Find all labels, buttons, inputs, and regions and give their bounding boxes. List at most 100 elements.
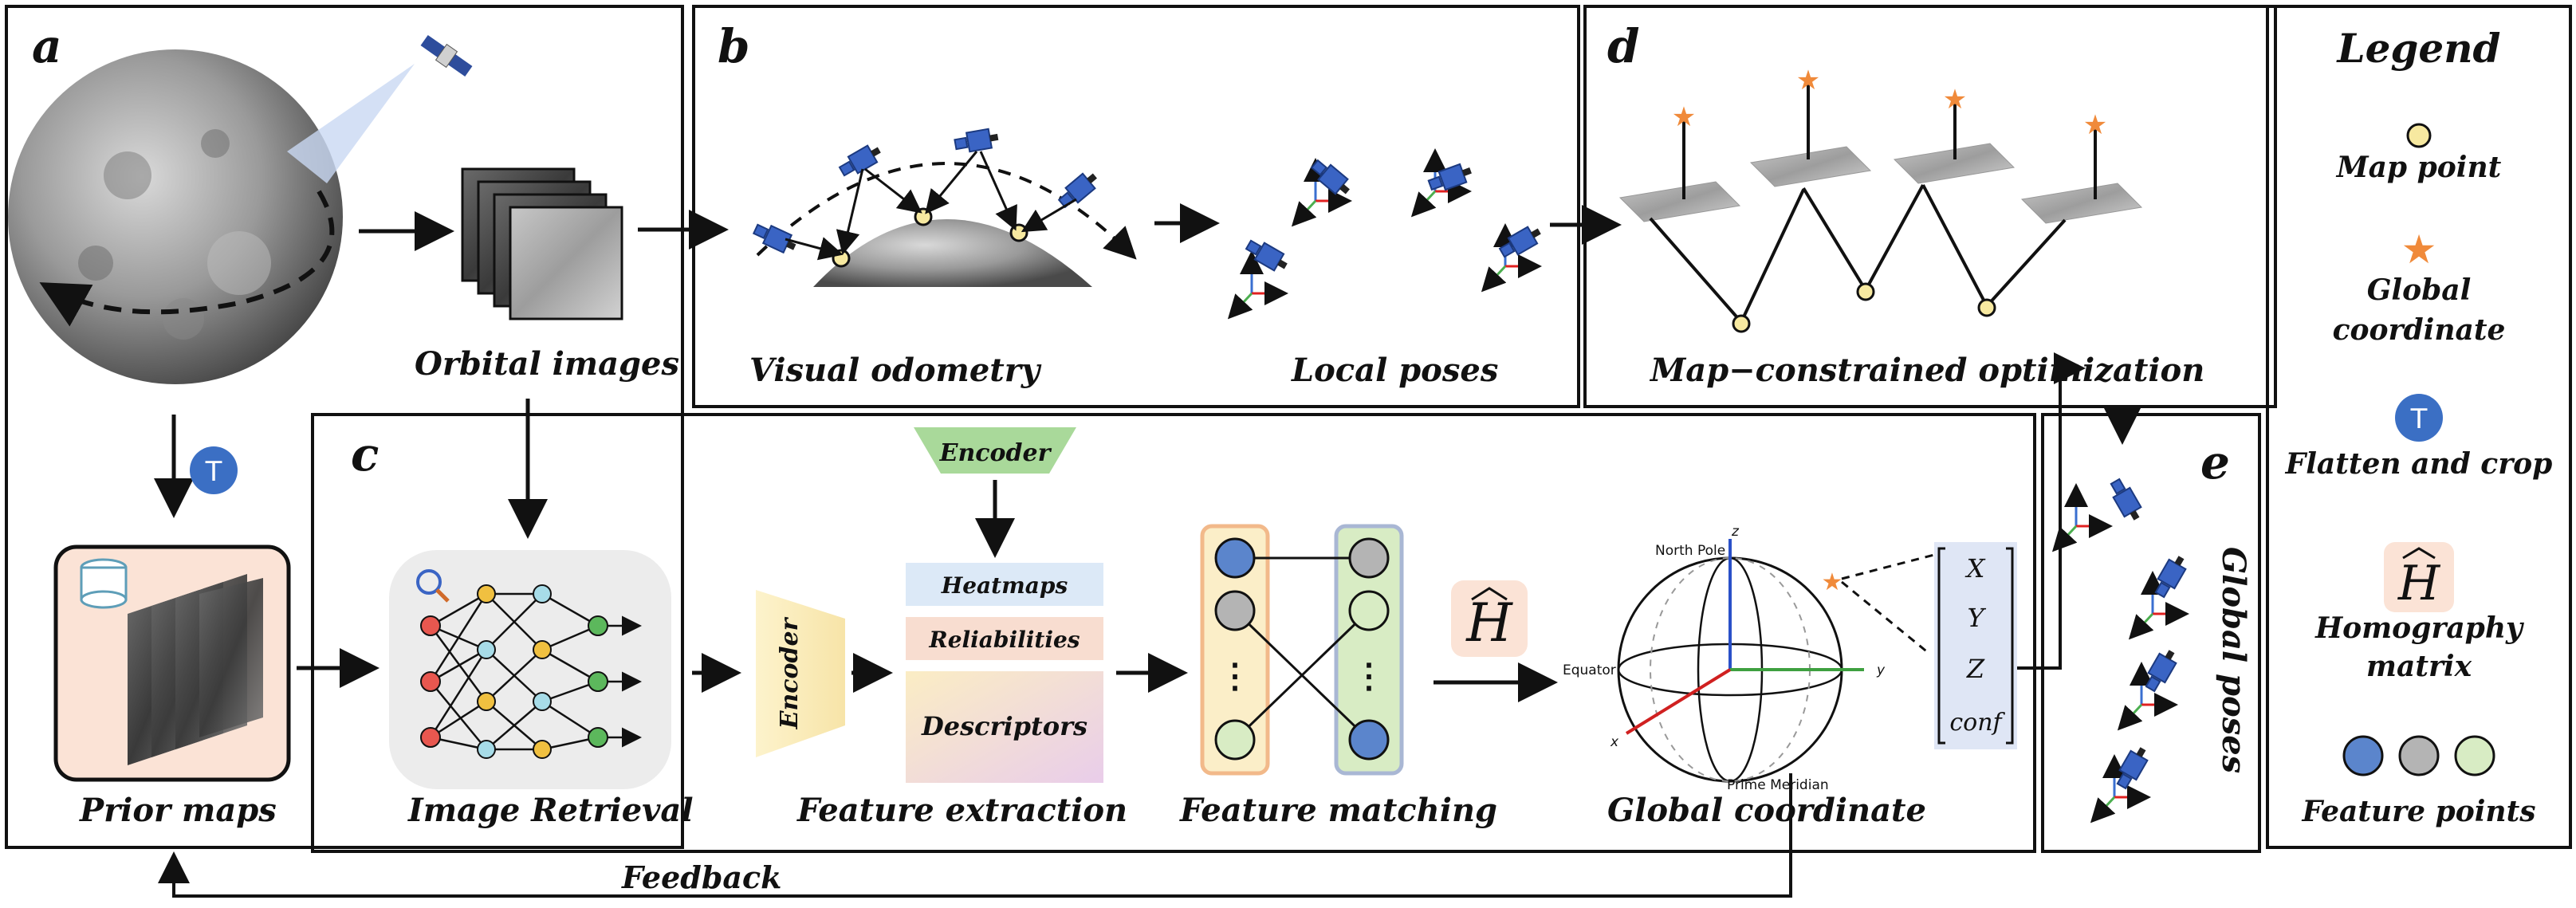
heatmaps-label: Heatmaps: [941, 572, 1068, 599]
axis-y-label: y: [1876, 662, 1886, 678]
coordinate-vector-box: [1934, 542, 2017, 749]
local-pose-4: [1485, 222, 1545, 289]
vo-map-point-3: [1009, 223, 1028, 242]
label-feature-matching: Feature matching: [1179, 792, 1497, 829]
global-pose-3: [2121, 646, 2181, 727]
encoder-top: [914, 427, 1076, 474]
label-global-poses: Global poses: [2215, 547, 2252, 773]
local-pose-3: [1414, 153, 1475, 214]
legend-h-box: [2384, 542, 2454, 612]
sensor-cone: [287, 64, 415, 183]
vector-conf: conf: [1949, 709, 2005, 737]
axis-x-label: x: [1610, 734, 1619, 750]
arrow-global-to-opt: [2017, 352, 2086, 670]
panel-b-border: [692, 5, 1580, 408]
legend-feature-blue: [2342, 735, 2384, 776]
moon-image: [8, 49, 343, 384]
matching-column-left: [1200, 524, 1270, 776]
vo-satellite-3: [953, 127, 1001, 155]
panel-c-border: [311, 413, 2036, 853]
label-global-coordinate: Global coordinate: [1607, 792, 1926, 829]
match-point-l2: [1214, 590, 1256, 631]
legend-feature-gray: [2398, 735, 2440, 776]
prior-map-tiles: [128, 574, 263, 765]
encoder-side-label: Encoder: [776, 616, 804, 729]
equator-label: Equator: [1563, 662, 1616, 678]
local-pose-1: [1231, 235, 1292, 316]
axis-z-label: z: [1731, 524, 1740, 540]
search-icon: [416, 569, 450, 603]
descriptors-label: Descriptors: [921, 711, 1087, 741]
svg-text:★: ★: [1672, 103, 1696, 132]
legend-t-badge: [2395, 394, 2443, 442]
global-pose-4: [2094, 743, 2153, 820]
legend-homography-2: matrix: [2366, 650, 2472, 683]
legend-border: [2266, 5, 2572, 849]
opt-map-point-2: [1856, 282, 1875, 301]
matching-column-right: [1334, 524, 1404, 776]
satellite-icon: [420, 34, 473, 77]
database-icon: [80, 558, 128, 609]
optimization-stars: ★ ★ ★ ★: [1672, 66, 2107, 140]
legend-feature-points: Feature points: [2302, 795, 2536, 828]
legend-feature-green: [2454, 735, 2495, 776]
prime-meridian-label: Prime Meridian: [1727, 777, 1829, 793]
match-ellipsis-right: ⋮: [1352, 658, 1386, 695]
panel-letter-a: a: [32, 19, 62, 73]
feedback-arrow: [158, 773, 1792, 898]
opt-map-point-3: [1977, 298, 1996, 317]
star-projection-lines: [1841, 553, 1935, 655]
sphere-star: ★: [1822, 569, 1843, 596]
vo-trajectory: [756, 162, 1137, 260]
legend-global-2: coordinate: [2333, 313, 2506, 347]
label-visual-odometry: Visual odometry: [749, 352, 1042, 389]
descriptors-box: [906, 671, 1103, 783]
map-constraint-lines: [1649, 83, 2097, 324]
nn-nodes: [420, 584, 608, 759]
vector-z: Z: [1966, 654, 1985, 684]
match-ellipsis-left: ⋮: [1218, 658, 1252, 695]
orbital-images-stack: [461, 167, 623, 320]
flatten-crop-badge: [190, 446, 238, 494]
match-point-r2: [1348, 590, 1390, 631]
homography-box: [1451, 580, 1528, 657]
legend-map-point: Map point: [2335, 151, 2502, 184]
label-map-constrained: Map−constrained optimization: [1649, 352, 2204, 389]
legend-h-symbol: H: [2397, 556, 2441, 611]
homography-hat: [1471, 587, 1508, 601]
vector-bracket-right: [2006, 547, 2014, 745]
legend-title: Legend: [2335, 25, 2500, 72]
label-feature-extraction: Feature extraction: [796, 792, 1127, 829]
panel-e-border: [2041, 413, 2261, 853]
vector-bracket-left: [1937, 547, 1945, 745]
label-prior-maps: Prior maps: [79, 792, 277, 829]
global-pose-2: [2132, 552, 2191, 636]
panel-letter-c: c: [351, 427, 379, 482]
global-pose-1: [2055, 476, 2146, 548]
label-orbital-images: Orbital images: [415, 345, 679, 383]
label-feedback: Feedback: [621, 859, 781, 895]
svg-text:★: ★: [1943, 85, 1967, 115]
panel-letter-b: b: [718, 19, 750, 73]
homography-symbol: H: [1465, 592, 1513, 654]
reliabilities-box: [906, 617, 1103, 660]
local-pose-2: [1295, 155, 1355, 223]
legend-t-letter: T: [2410, 403, 2428, 435]
match-point-r1: [1348, 537, 1390, 579]
map-tiles: [1619, 143, 2142, 224]
vector-x: X: [1964, 553, 1986, 584]
matching-lines: [1233, 556, 1371, 741]
match-point-l3: [1214, 719, 1256, 761]
coordinate-sphere: [1617, 539, 1864, 783]
panel-letter-d: d: [1607, 19, 1640, 73]
svg-text:★: ★: [1796, 66, 1820, 96]
t-badge-letter: T: [205, 456, 222, 488]
legend-flatten-crop: Flatten and crop: [2285, 447, 2553, 481]
encoder-top-label: Encoder: [939, 439, 1052, 467]
panel-letter-e: e: [2200, 435, 2230, 489]
reliabilities-label: Reliabilities: [928, 627, 1080, 653]
match-point-r3: [1348, 719, 1390, 761]
vector-y: Y: [1967, 603, 1986, 633]
vo-observation-lines: [785, 151, 1077, 261]
